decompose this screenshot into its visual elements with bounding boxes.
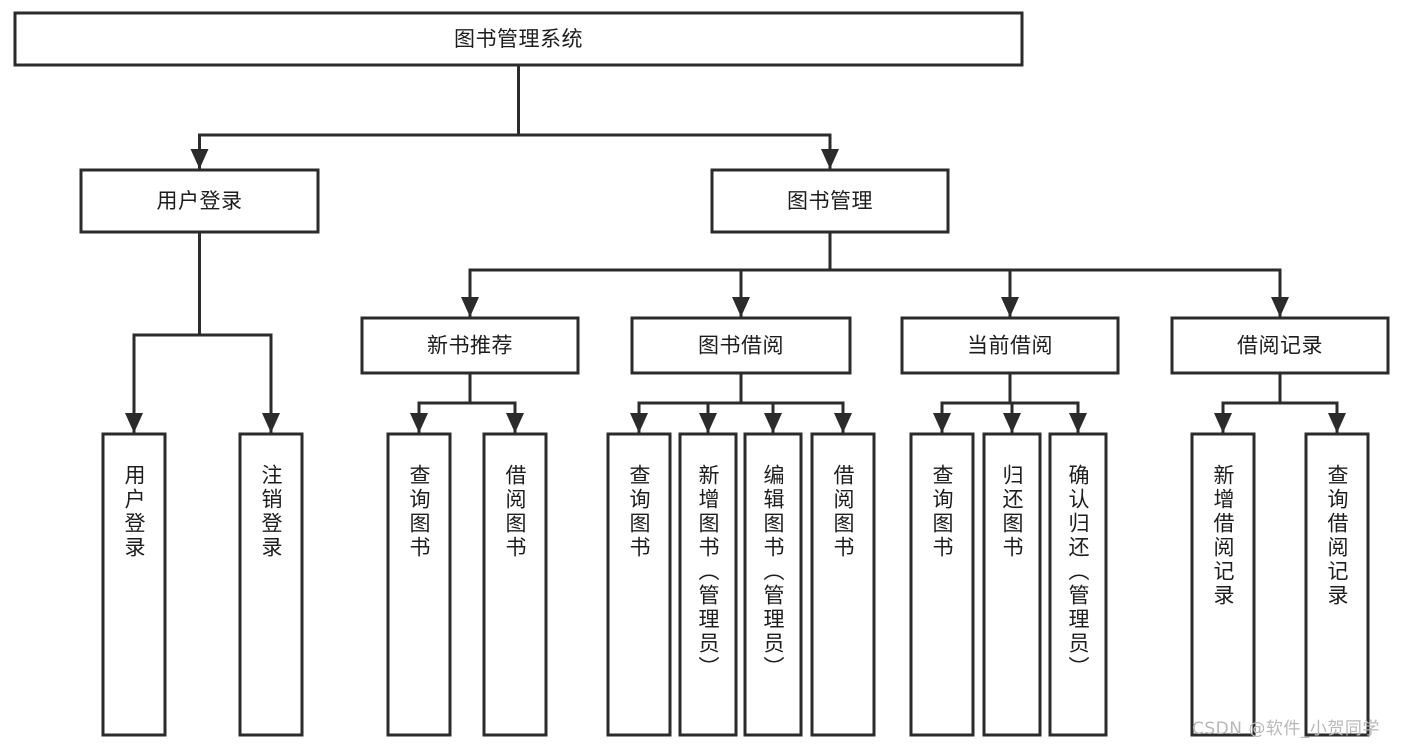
arrow-head-icon bbox=[410, 413, 428, 433]
node-leaf-edit-book-admin[interactable] bbox=[743, 432, 803, 737]
node-leaf-logout-login[interactable] bbox=[238, 432, 304, 737]
arrow-head-icon bbox=[699, 413, 717, 433]
arrow-head-icon bbox=[190, 149, 209, 169]
node-book-borrow[interactable]: 图书借阅 bbox=[630, 316, 852, 375]
node-leaf-borrow-book-1[interactable] bbox=[482, 432, 548, 737]
arrow-head-icon bbox=[821, 149, 839, 169]
node-new-book-recommend[interactable]: 新书推荐 bbox=[360, 316, 580, 375]
arrow-head-icon bbox=[764, 413, 782, 433]
arrow-head-icon bbox=[1069, 413, 1087, 433]
arrow-head-icon bbox=[461, 297, 479, 317]
csdn-watermark: CSDN @软件_小贺同学 bbox=[1192, 719, 1380, 739]
node-leaf-query-book-1[interactable] bbox=[386, 432, 452, 737]
node-root-system-label: 图书管理系统 bbox=[454, 27, 583, 51]
node-new-book-recommend-label: 新书推荐 bbox=[427, 334, 513, 358]
node-leaf-user-login[interactable] bbox=[101, 432, 167, 737]
node-leaf-add-borrow-record[interactable] bbox=[1190, 432, 1256, 737]
node-current-borrow[interactable]: 当前借阅 bbox=[900, 316, 1120, 375]
connector-layer bbox=[125, 63, 1346, 434]
node-leaf-query-book-2[interactable] bbox=[606, 432, 672, 737]
node-leaf-add-book-admin[interactable] bbox=[678, 432, 738, 737]
arrow-head-icon bbox=[1328, 413, 1346, 433]
node-book-manage[interactable]: 图书管理 bbox=[710, 168, 950, 234]
arrow-head-icon bbox=[506, 413, 524, 433]
node-book-borrow-label: 图书借阅 bbox=[698, 334, 784, 358]
node-leaf-query-book-3[interactable] bbox=[909, 432, 975, 737]
arrow-head-icon bbox=[1271, 297, 1289, 317]
node-book-manage-label: 图书管理 bbox=[787, 189, 873, 213]
node-borrow-record-label: 借阅记录 bbox=[1237, 334, 1323, 358]
node-leaf-confirm-return-admin[interactable] bbox=[1048, 432, 1108, 737]
node-leaf-borrow-book-2[interactable] bbox=[810, 432, 876, 737]
node-leaf-return-book[interactable] bbox=[982, 432, 1042, 737]
arrow-head-icon bbox=[125, 413, 143, 433]
arrow-head-icon bbox=[834, 413, 852, 433]
arrow-head-icon bbox=[1001, 297, 1019, 317]
node-user-login[interactable]: 用户登录 bbox=[79, 168, 320, 234]
arrow-head-icon bbox=[1003, 413, 1021, 433]
arrow-head-icon bbox=[732, 297, 750, 317]
node-user-login-label: 用户登录 bbox=[157, 189, 243, 213]
arrow-head-icon bbox=[630, 413, 648, 433]
arrow-head-icon bbox=[1214, 413, 1232, 433]
node-root-system[interactable]: 图书管理系统 bbox=[13, 11, 1024, 67]
node-current-borrow-label: 当前借阅 bbox=[967, 334, 1053, 358]
arrow-head-icon bbox=[933, 413, 951, 433]
node-leaf-query-borrow-record[interactable] bbox=[1304, 432, 1370, 737]
node-borrow-record[interactable]: 借阅记录 bbox=[1170, 316, 1390, 375]
arrow-head-icon bbox=[262, 413, 280, 433]
